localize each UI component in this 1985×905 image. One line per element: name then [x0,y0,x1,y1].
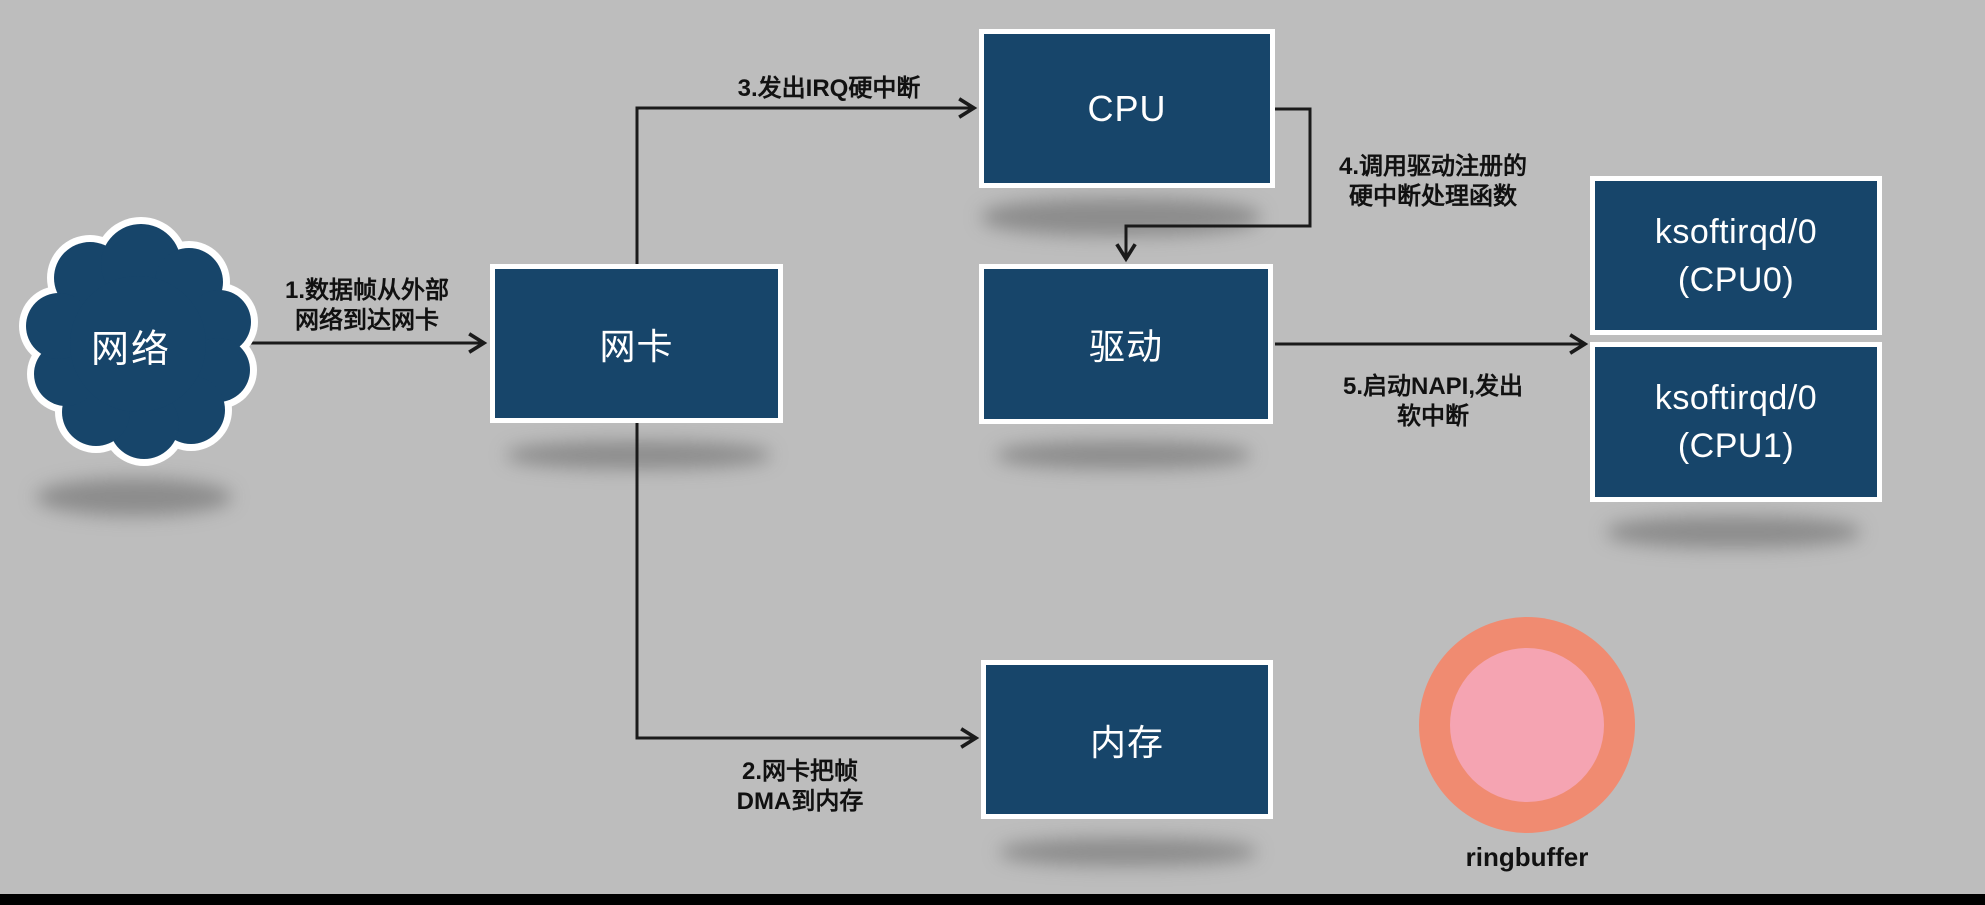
step2-line1: 2.网卡把帧 [741,758,858,785]
ksoftirqd0-node: ksoftirqd/0 (CPU0) [1590,176,1882,335]
cpu-shadow [982,198,1260,236]
driver-shadow [997,441,1250,469]
network-cloud-node: 网络 [18,214,258,468]
nic-node: 网卡 [490,264,783,423]
ksoftirqd1-node-line1: ksoftirqd/0 [1654,379,1818,417]
cpu-node: CPU [979,29,1275,188]
ksoftirqd0-node-line1: ksoftirqd/0 [1654,212,1818,251]
driver-node: 驱动 [979,264,1273,424]
memory-node-label: 内存 [1089,721,1164,763]
step5-line2: 软中断 [1397,403,1469,430]
step1-label: 1.数据帧从外部 网络到达网卡 [247,276,487,336]
step5-line1: 5.启动NAPI,发出 [1342,373,1524,400]
edge-nic-to-cpu [635,97,978,264]
step4-label: 4.调用驱动注册的 硬中断处理函数 [1313,152,1553,212]
nic-node-label: 网卡 [599,325,674,367]
ringbuffer-icon [1419,617,1635,833]
step5-label: 5.启动NAPI,发出 软中断 [1313,372,1553,432]
step2-line2: DMA到内存 [736,788,864,815]
ksoftirqd1-shadow [1607,516,1860,548]
step3-line1: 3.发出IRQ硬中断 [737,75,921,102]
ringbuffer-inner-circle [1450,648,1604,802]
step2-label: 2.网卡把帧 DMA到内存 [680,757,920,817]
ringbuffer-label: ringbuffer [1465,842,1589,872]
cloud-shadow [36,478,232,516]
cpu-node-label: CPU [1087,87,1167,129]
memory-shadow [1000,838,1256,866]
step1-line1: 1.数据帧从外部 [284,277,449,304]
edge-nic-to-memory [635,423,980,749]
driver-node-label: 驱动 [1088,326,1163,367]
network-node-label: 网络 [90,329,171,371]
step4-line1: 4.调用驱动注册的 [1338,153,1527,180]
step1-line2: 网络到达网卡 [295,307,439,334]
ksoftirqd1-node-line2: (CPU1) [1677,427,1795,465]
step3-label: 3.发出IRQ硬中断 [709,74,949,104]
ksoftirqd0-node-line2: (CPU0) [1677,260,1795,299]
edge-cpu-to-driver [1115,107,1312,263]
cloud-icon [19,217,258,466]
bottom-black-bar [0,894,1985,905]
ksoftirqd1-node: ksoftirqd/0 (CPU1) [1590,342,1882,502]
memory-node: 内存 [981,660,1273,819]
step4-line2: 硬中断处理函数 [1349,183,1517,210]
